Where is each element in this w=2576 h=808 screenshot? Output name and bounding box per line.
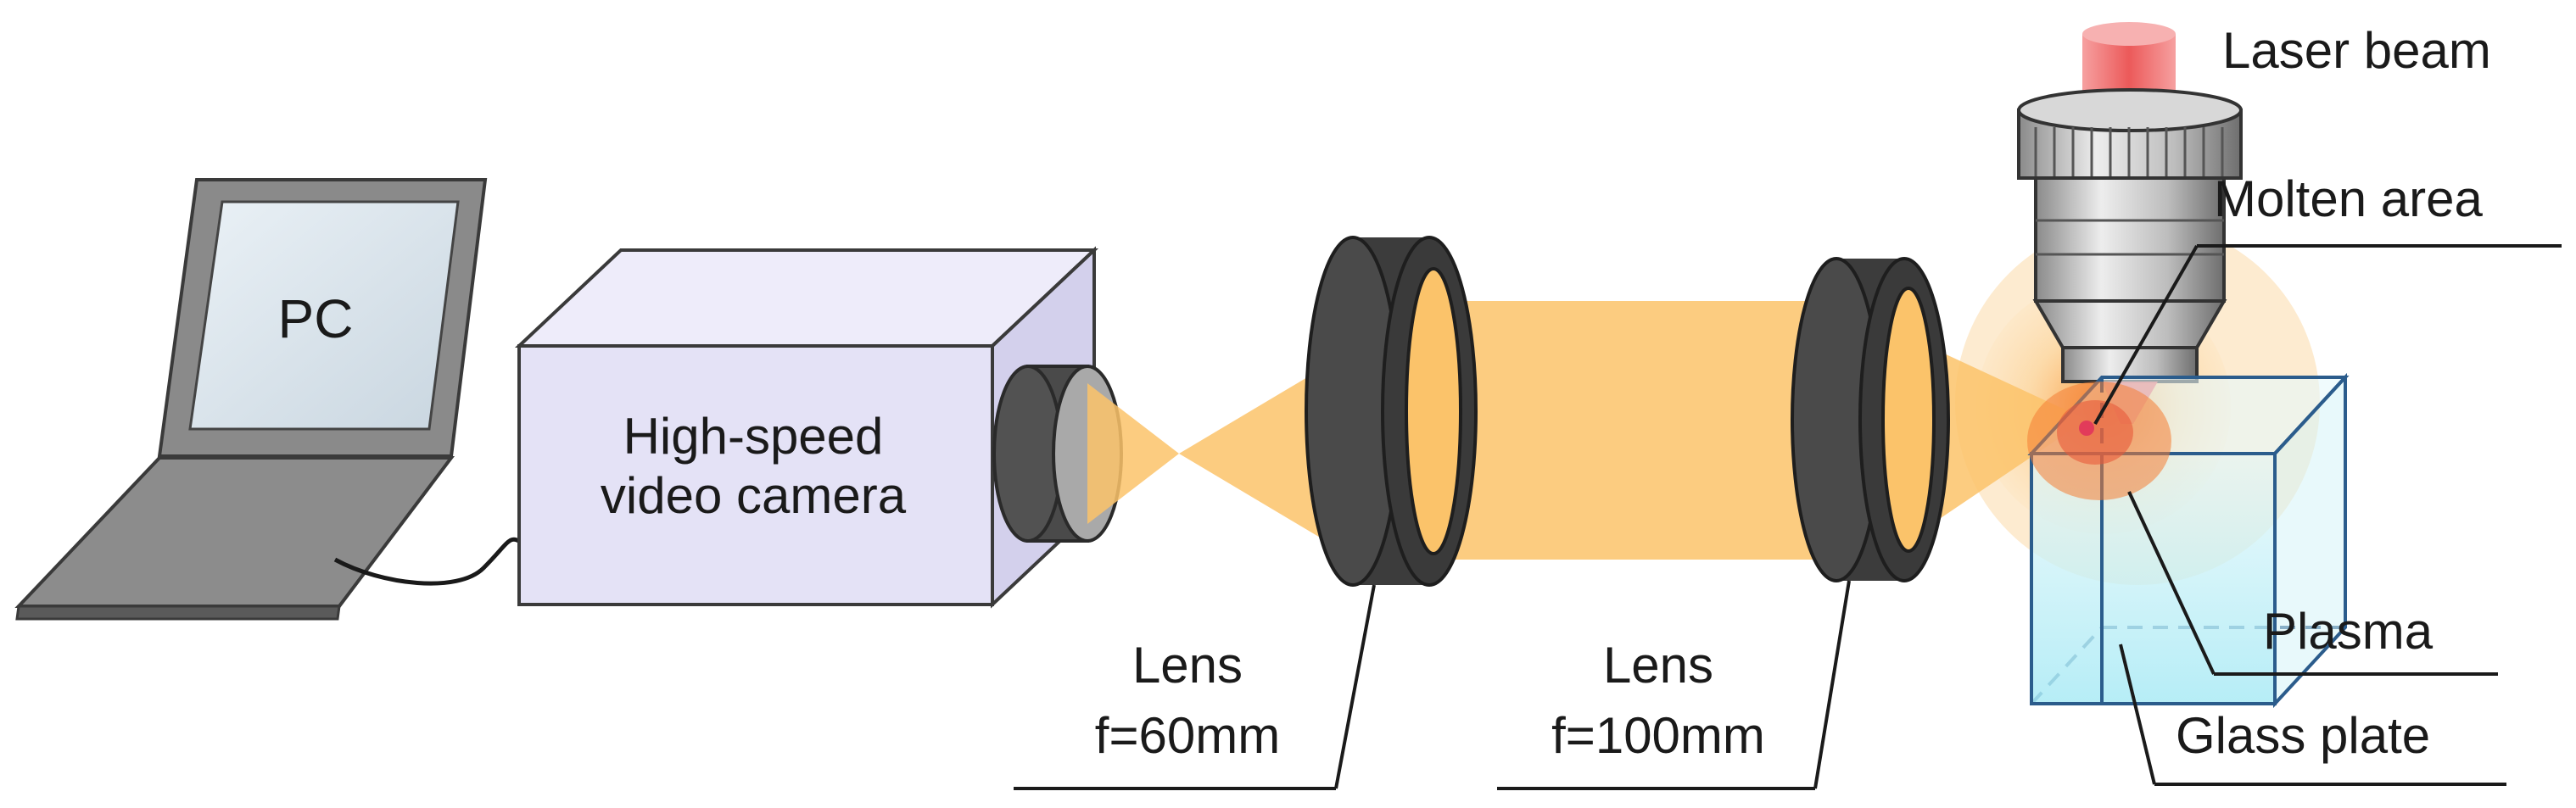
camera-label-line1: High-speed [623, 408, 884, 465]
objective-knurl [2034, 127, 2224, 176]
plasma-core [2027, 382, 2171, 500]
plasma-leader [2127, 491, 2216, 675]
lens-2-label-line1: Lens [1603, 637, 1713, 694]
camera-front-face [517, 344, 994, 606]
lens-2: Lens f=100mm [1497, 257, 1950, 790]
laser-objective [2017, 22, 2243, 424]
lens-2-label-line2: f=100mm [1551, 707, 1765, 764]
laser-beam-label: Laser beam [2222, 22, 2491, 79]
lens-1-label-line1: Lens [1132, 637, 1243, 694]
molten-area-label: Molten area [2214, 170, 2483, 227]
high-speed-camera: High-speed video camera [514, 246, 1123, 609]
lens-1-leader [1334, 584, 1376, 789]
lens-2-glass [1881, 287, 1936, 553]
lens-2-leader [1813, 580, 1851, 789]
glass-plate-label: Glass plate [2176, 707, 2430, 764]
camera-label-line2: video camera [601, 467, 907, 524]
pc-camera-cable [333, 537, 523, 586]
lens-1-label-line2: f=60mm [1095, 707, 1280, 764]
laptop-pc: PC [14, 178, 523, 621]
molten-area-spot [2079, 421, 2094, 436]
laptop-screen [188, 200, 460, 431]
pc-label: PC [278, 288, 354, 349]
laptop-base [14, 456, 455, 608]
plasma-label: Plasma [2263, 603, 2434, 660]
objective-body [2034, 176, 2226, 303]
lens-1: Lens f=60mm [1014, 236, 1478, 790]
glass-plate-leader [2119, 644, 2156, 785]
lens-1-glass [1405, 267, 1462, 555]
right-labels: Laser beam Molten area Plasma Glass plat… [2093, 22, 2562, 786]
molten-area-leader [2093, 245, 2199, 425]
